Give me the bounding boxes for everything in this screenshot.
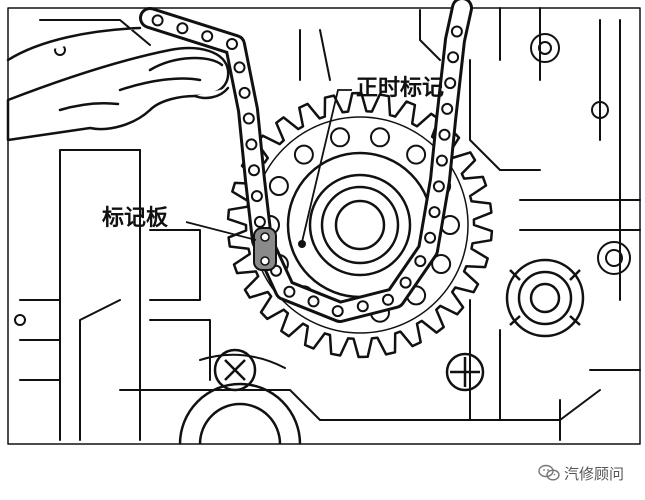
timing-mark-dot bbox=[298, 240, 306, 248]
chain-link-pin bbox=[253, 215, 266, 228]
sprocket-hole bbox=[293, 144, 314, 165]
chain-link-pin bbox=[447, 51, 460, 64]
chain-link-pin bbox=[438, 128, 451, 141]
hand bbox=[6, 26, 230, 142]
chain-link-pin bbox=[414, 255, 427, 268]
chain-link-pin bbox=[424, 231, 437, 244]
chain-link-pin bbox=[450, 25, 463, 38]
idler-pulley bbox=[505, 258, 585, 338]
sprocket-hole bbox=[431, 254, 452, 274]
chain-link-pin bbox=[382, 293, 394, 306]
chain-link-pin bbox=[307, 295, 320, 308]
chain-link-pin bbox=[238, 86, 251, 99]
chain-link-pin bbox=[428, 206, 441, 219]
chain-link-pin bbox=[283, 285, 296, 298]
chain-link-pin bbox=[245, 138, 258, 151]
chain-link-pin bbox=[151, 14, 164, 27]
sprocket-hole bbox=[370, 127, 390, 148]
sprocket-hole bbox=[330, 127, 350, 148]
marker-plate-label: 标记板 bbox=[102, 206, 169, 231]
chain-link-pin bbox=[432, 180, 445, 193]
chain-link-pin bbox=[399, 276, 412, 289]
chain-link-pin bbox=[248, 164, 260, 177]
wechat-icon bbox=[538, 464, 560, 481]
sprocket-hole bbox=[268, 176, 289, 196]
chain-link-pin bbox=[331, 305, 344, 318]
chain-link-pin bbox=[242, 112, 255, 125]
chain-link-pin bbox=[441, 102, 454, 115]
chain-link-pin bbox=[233, 61, 246, 74]
chain-link-pin bbox=[201, 30, 214, 43]
lower-pulley bbox=[178, 382, 302, 445]
timing-mark-label: 正时标记 bbox=[356, 76, 445, 101]
chain-link-pin bbox=[435, 154, 448, 167]
marker-plate-link bbox=[253, 227, 277, 271]
chain-link-pin bbox=[250, 190, 263, 203]
chain-link-pin bbox=[356, 300, 369, 313]
chain-link-pin bbox=[444, 77, 457, 90]
lower-bolt bbox=[213, 348, 485, 392]
sprocket-hole bbox=[406, 144, 427, 165]
watermark: 汽修顾问 bbox=[538, 462, 638, 484]
chain-link-pin bbox=[226, 38, 238, 50]
watermark-text: 汽修顾问 bbox=[564, 464, 625, 483]
leader-lines bbox=[185, 89, 352, 243]
chain-link-pin bbox=[176, 22, 189, 35]
